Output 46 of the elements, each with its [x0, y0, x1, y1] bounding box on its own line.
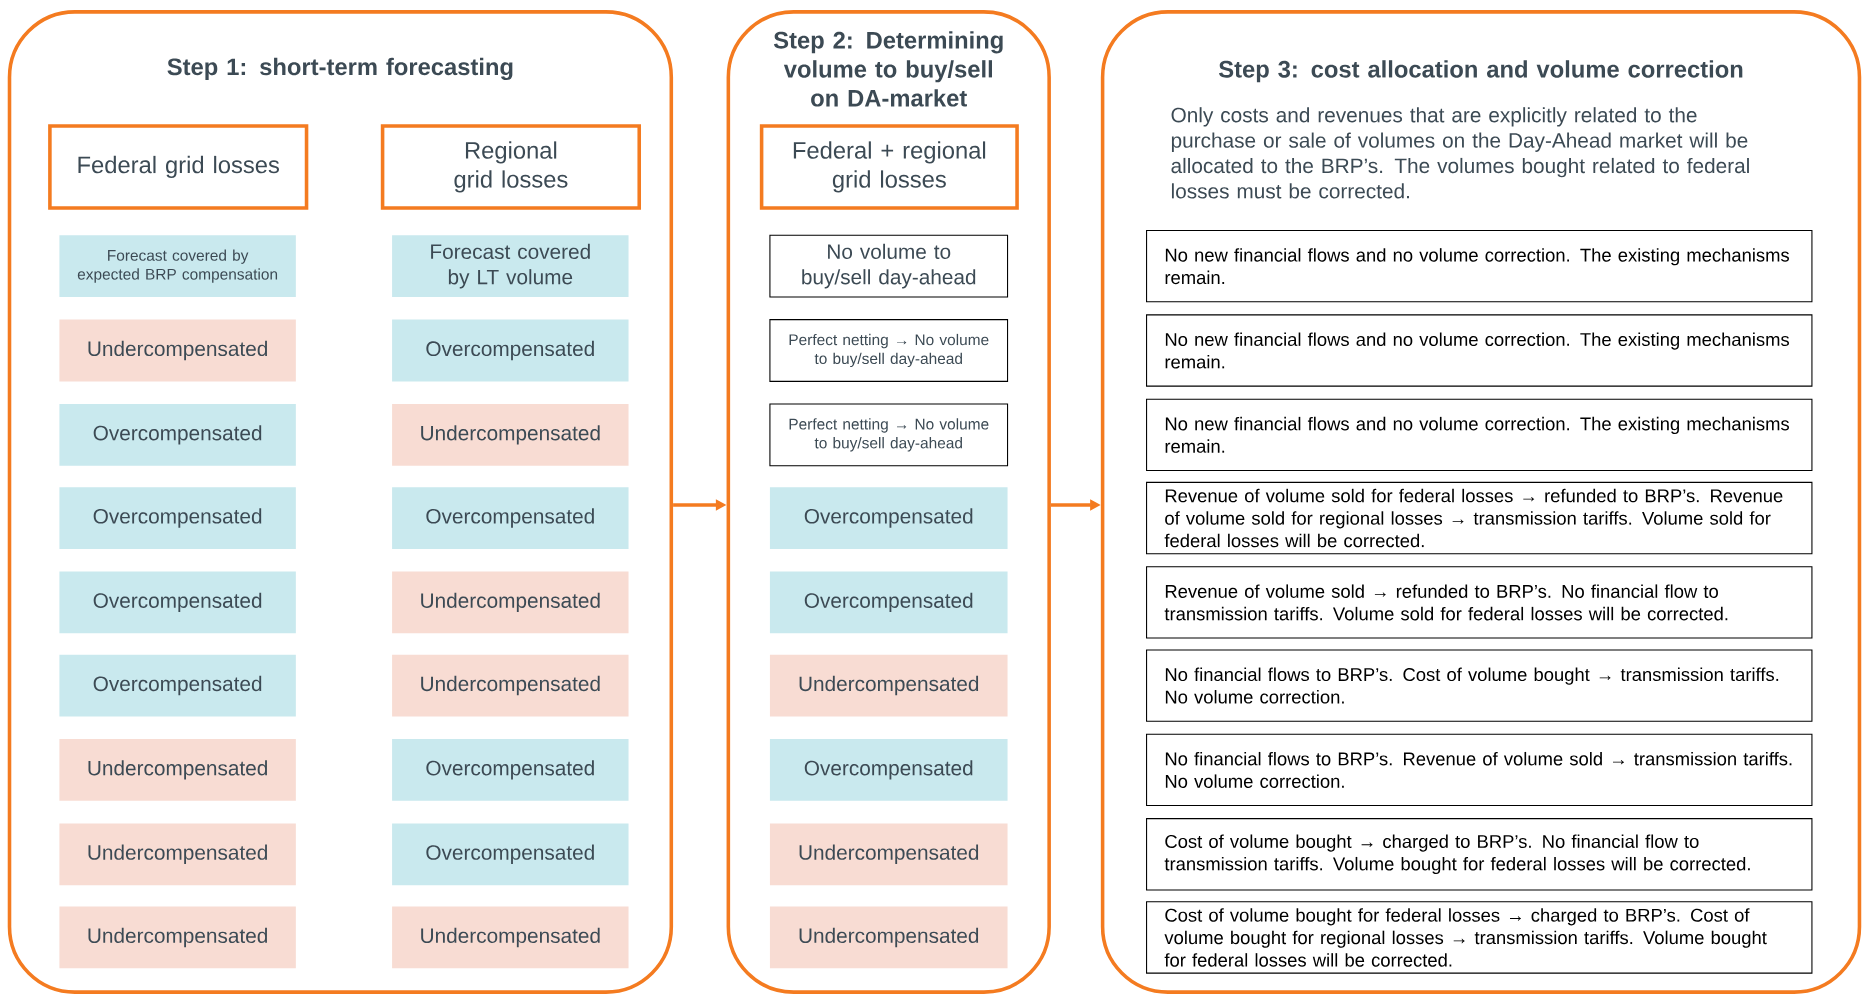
- status-box: Undercompensated: [392, 403, 629, 466]
- description-box: Cost of volume bought → charged to BRP’s. No financial flow to transmission tariffs. Volume bought for federal losses will be corrected.: [1146, 817, 1813, 891]
- status-box: Undercompensated: [392, 571, 629, 634]
- status-box: Forecast covered by expected BRP compensation: [59, 235, 296, 297]
- status-box: Undercompensated: [392, 906, 629, 969]
- status-box: Perfect netting → No volume to buy/sell day-ahead: [769, 318, 1009, 382]
- status-box: Overcompensated: [769, 738, 1008, 801]
- header-box: Regional grid losses: [380, 123, 641, 210]
- status-box: No volume to buy/sell day-ahead: [769, 234, 1009, 298]
- description-box: No financial flows to BRP’s. Revenue of volume sold → transmission tariffs. No volume correction.: [1146, 733, 1813, 806]
- status-box: Undercompensated: [769, 654, 1008, 717]
- description-box: No financial flows to BRP’s. Cost of volume bought → transmission tariffs. No volume correction.: [1146, 649, 1813, 722]
- description-text: Only costs and revenues that are explicitly related to the purchase or sale of volumes on the Day-Ahead market will be allocated to the BRP’s. The volumes bought related to federal losses must be corrected.: [1171, 106, 1749, 199]
- panel-title: Step 3: cost allocation and volume correction: [1218, 60, 1743, 83]
- header-box: Federal + regional grid losses: [759, 123, 1019, 210]
- status-box: Overcompensated: [392, 486, 629, 549]
- panel-title: Step 2: Determining volume to buy/sell on DA-market: [773, 30, 1003, 107]
- description-box: Revenue of volume sold for federal losses → refunded to BRP’s. Revenue of volume sold for regional losses → transmission tariffs. Volume sold for federal losses will be corrected.: [1146, 481, 1813, 554]
- status-box: Overcompensated: [59, 654, 296, 717]
- description-box: No new financial flows and no volume correction. The existing mechanisms remain.: [1146, 398, 1813, 471]
- description-box: No new financial flows and no volume correction. The existing mechanisms remain.: [1146, 229, 1813, 303]
- status-box: Overcompensated: [392, 823, 629, 885]
- status-box: Undercompensated: [59, 738, 296, 801]
- status-box: Overcompensated: [392, 738, 629, 801]
- header-box: Federal grid losses: [48, 123, 309, 210]
- status-box: Overcompensated: [59, 403, 296, 466]
- status-box: Undercompensated: [59, 906, 296, 969]
- status-box: Overcompensated: [769, 571, 1008, 634]
- status-box: Undercompensated: [392, 654, 629, 717]
- panel: [726, 9, 1051, 994]
- panel: [7, 9, 674, 994]
- panel-title: Step 1: short-term forecasting: [167, 57, 513, 80]
- description-box: No new financial flows and no volume correction. The existing mechanisms remain.: [1146, 314, 1813, 387]
- status-box: Undercompensated: [769, 906, 1008, 969]
- description-box: Revenue of volume sold → refunded to BRP’s. No financial flow to transmission tariffs. Volume sold for federal losses will be corrected.: [1146, 565, 1813, 639]
- status-box: Undercompensated: [59, 823, 296, 885]
- panel: [1100, 9, 1862, 994]
- description-box: Cost of volume bought for federal losses → charged to BRP’s. Cost of volume bought for regional losses → transmission tariffs. Volume bought for federal losses will be corrected.: [1146, 901, 1813, 974]
- status-box: Forecast covered by LT volume: [392, 235, 629, 297]
- status-box: Undercompensated: [769, 823, 1008, 885]
- status-box: Overcompensated: [59, 571, 296, 634]
- status-box: Overcompensated: [769, 486, 1008, 549]
- status-box: Overcompensated: [392, 319, 629, 382]
- status-box: Perfect netting → No volume to buy/sell day-ahead: [769, 403, 1009, 467]
- status-box: Undercompensated: [59, 319, 296, 382]
- status-box: Overcompensated: [59, 486, 296, 549]
